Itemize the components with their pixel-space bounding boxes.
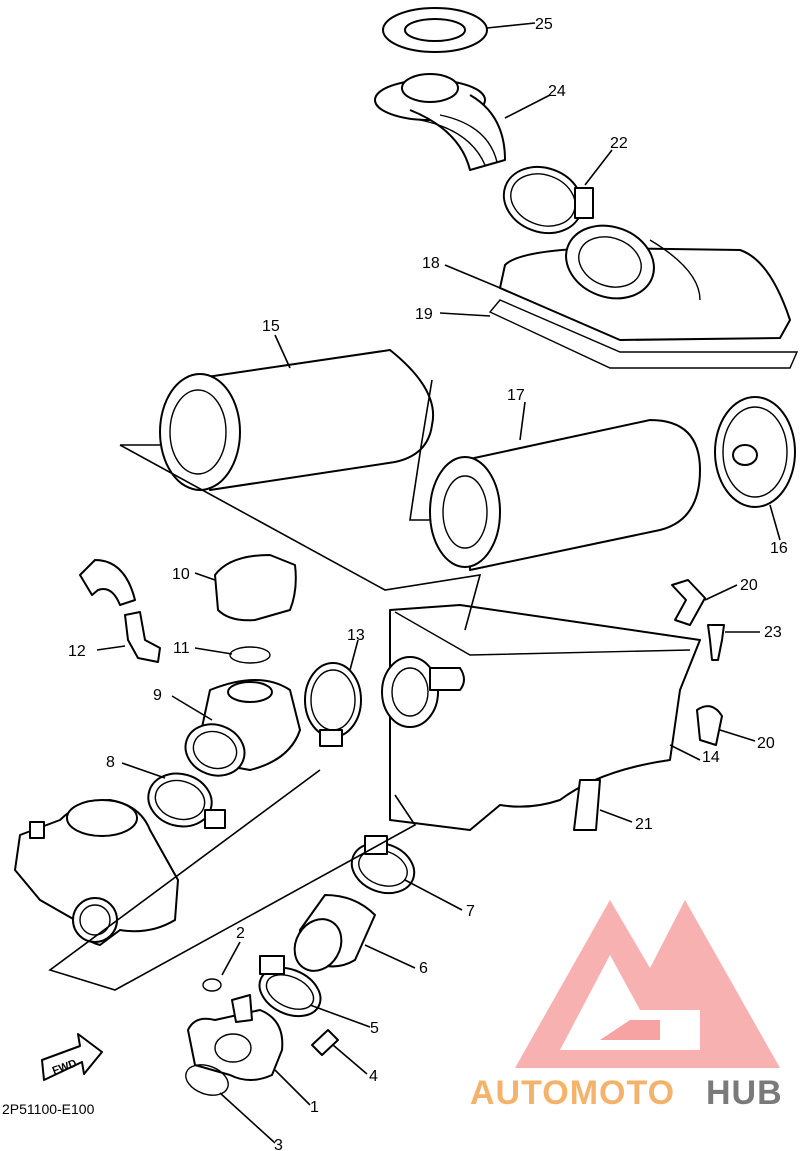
callout-11: 11	[173, 640, 190, 657]
catalog-code: 2P51100-E100	[2, 1101, 95, 1117]
part-4-bolt	[311, 1029, 339, 1056]
part-22-clamp	[502, 165, 594, 235]
watermark-text-auto: AUTOMOTO	[470, 1074, 675, 1112]
part-15-filter	[159, 349, 435, 491]
part-24-duct	[374, 73, 506, 171]
callout-16: 16	[770, 540, 788, 557]
part-14-airbox	[381, 604, 701, 831]
part-7-clamp	[350, 835, 416, 895]
part-11-clip	[229, 646, 271, 664]
callout-20-top: 20	[740, 577, 758, 594]
part-20-clip-top	[671, 579, 706, 626]
callout-2: 2	[236, 925, 245, 942]
callout-13: 13	[347, 627, 365, 644]
fwd-arrow-icon	[41, 1033, 103, 1081]
part-2-oring	[202, 978, 222, 992]
callout-20-bottom: 20	[757, 735, 775, 752]
part-13-clamp	[304, 662, 362, 747]
callout-18: 18	[422, 255, 440, 272]
part-12-joint	[124, 611, 161, 663]
callout-25: 25	[535, 16, 553, 33]
callout-9: 9	[153, 687, 162, 704]
throttle-body	[14, 799, 179, 946]
callout-21: 21	[635, 816, 653, 833]
part-20-clip-bottom	[696, 705, 723, 746]
callout-8: 8	[106, 754, 115, 771]
callout-14: 14	[702, 749, 720, 766]
watermark-text-hub: HUB	[706, 1074, 783, 1112]
part-18-cover	[499, 224, 791, 341]
leader-lines	[96, 22, 781, 1144]
callout-1: 1	[310, 1099, 319, 1116]
callout-23: 23	[764, 624, 782, 641]
callout-labels: 25 24 22 18 19 15 17 16 10 20 11 23 12 1…	[68, 16, 788, 1151]
part-5-clamp	[258, 955, 322, 1018]
breather-hose	[79, 559, 136, 606]
watermark-logo	[515, 900, 780, 1068]
assembly-guide-lines	[48, 379, 482, 991]
part-23-bolt	[707, 624, 725, 661]
part-1-manifold	[187, 994, 284, 1081]
part-21-drain	[573, 779, 601, 831]
part-17-filter	[429, 419, 701, 571]
part-16-cap	[714, 396, 796, 508]
callout-19: 19	[415, 306, 433, 323]
part-6-joint	[293, 894, 376, 972]
part-8-clamp	[147, 772, 226, 829]
callout-15: 15	[262, 318, 280, 335]
callout-5: 5	[370, 1020, 379, 1037]
callout-17: 17	[507, 387, 525, 404]
callout-24: 24	[548, 83, 566, 100]
part-10-cap	[214, 554, 297, 622]
callout-3: 3	[274, 1137, 283, 1151]
callout-10: 10	[172, 566, 190, 583]
part-25-seal	[382, 7, 488, 53]
callout-12: 12	[68, 643, 86, 660]
callout-6: 6	[419, 960, 428, 977]
part-9-joint	[184, 679, 301, 777]
part-19-gasket	[488, 299, 799, 369]
callout-22: 22	[610, 135, 628, 152]
callout-7: 7	[466, 903, 475, 920]
part-3-oring	[185, 1064, 229, 1096]
callout-4: 4	[369, 1068, 378, 1085]
